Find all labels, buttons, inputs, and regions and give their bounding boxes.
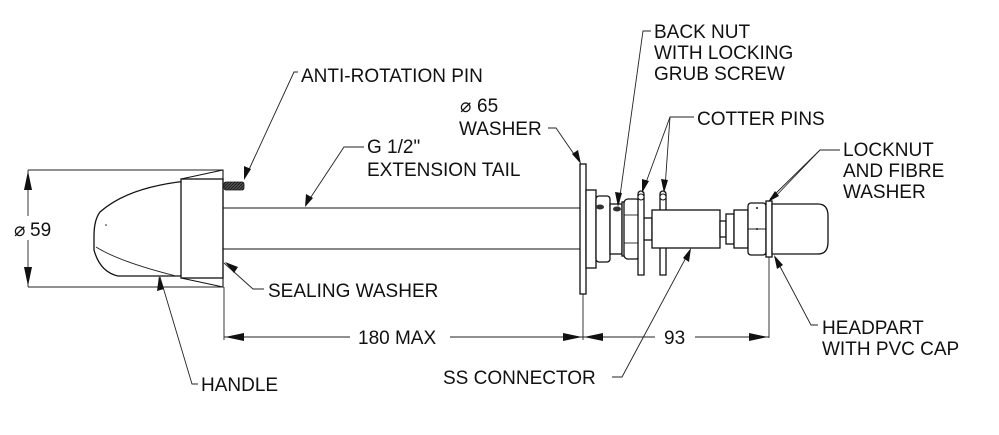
label-cotter-pins: COTTER PINS	[697, 109, 825, 130]
label-washer: WASHER	[459, 119, 542, 140]
label-back-nut-line3: GRUB SCREW	[654, 64, 785, 85]
anti-rotation-pin	[223, 181, 245, 191]
label-locknut-line2: AND FIBRE	[843, 161, 944, 182]
label-washer-dia-symbol: ⌀	[460, 96, 471, 117]
label-ss-connector: SS CONNECTOR	[443, 368, 596, 389]
dimension-59-value: 59	[30, 220, 51, 241]
label-headpart-line1: HEADPART	[822, 318, 924, 339]
extension-tail	[223, 207, 580, 250]
leader-anti-rotation-pin	[245, 71, 298, 177]
dimension-93	[583, 257, 770, 341]
ss-connector	[651, 209, 721, 249]
label-locknut-line3: WASHER	[843, 182, 926, 203]
dimension-59	[8, 169, 223, 288]
label-washer-dia-value: 65	[477, 96, 498, 117]
leader-washer	[548, 127, 579, 161]
washer-65	[579, 163, 587, 295]
leader-cotter-pin-2	[664, 116, 671, 189]
label-anti-rotation-pin: ANTI-ROTATION PIN	[301, 66, 483, 87]
label-locknut-line1: LOCKNUT	[843, 140, 934, 161]
leader-extension-tail	[306, 146, 364, 204]
dimension-180-value: 180 MAX	[358, 328, 436, 349]
locknut-fibre-washer	[765, 200, 773, 258]
leader-headpart	[774, 256, 818, 326]
handle-part	[93, 169, 224, 288]
label-back-nut-line1: BACK NUT	[654, 22, 750, 43]
leader-handle	[159, 276, 198, 385]
label-headpart-line2: WITH PVC CAP	[822, 339, 959, 360]
headpart	[719, 200, 829, 258]
dimension-59-symbol: ⌀	[14, 220, 25, 241]
dimension-93-value: 93	[664, 328, 685, 349]
dimension-180	[223, 287, 584, 341]
label-extension-tail-line2: EXTENSION TAIL	[367, 160, 520, 181]
label-extension-tail-line1: G 1/2"	[367, 137, 420, 158]
label-sealing-washer: SEALING WASHER	[268, 281, 438, 302]
leader-locknut-2	[772, 149, 821, 200]
leader-ss-connector	[612, 251, 690, 378]
handle-body	[180, 178, 224, 279]
label-back-nut-line2: WITH LOCKING	[654, 43, 793, 64]
label-handle: HANDLE	[201, 375, 278, 396]
leader-back-nut	[618, 30, 651, 204]
pvc-cap	[771, 203, 829, 255]
